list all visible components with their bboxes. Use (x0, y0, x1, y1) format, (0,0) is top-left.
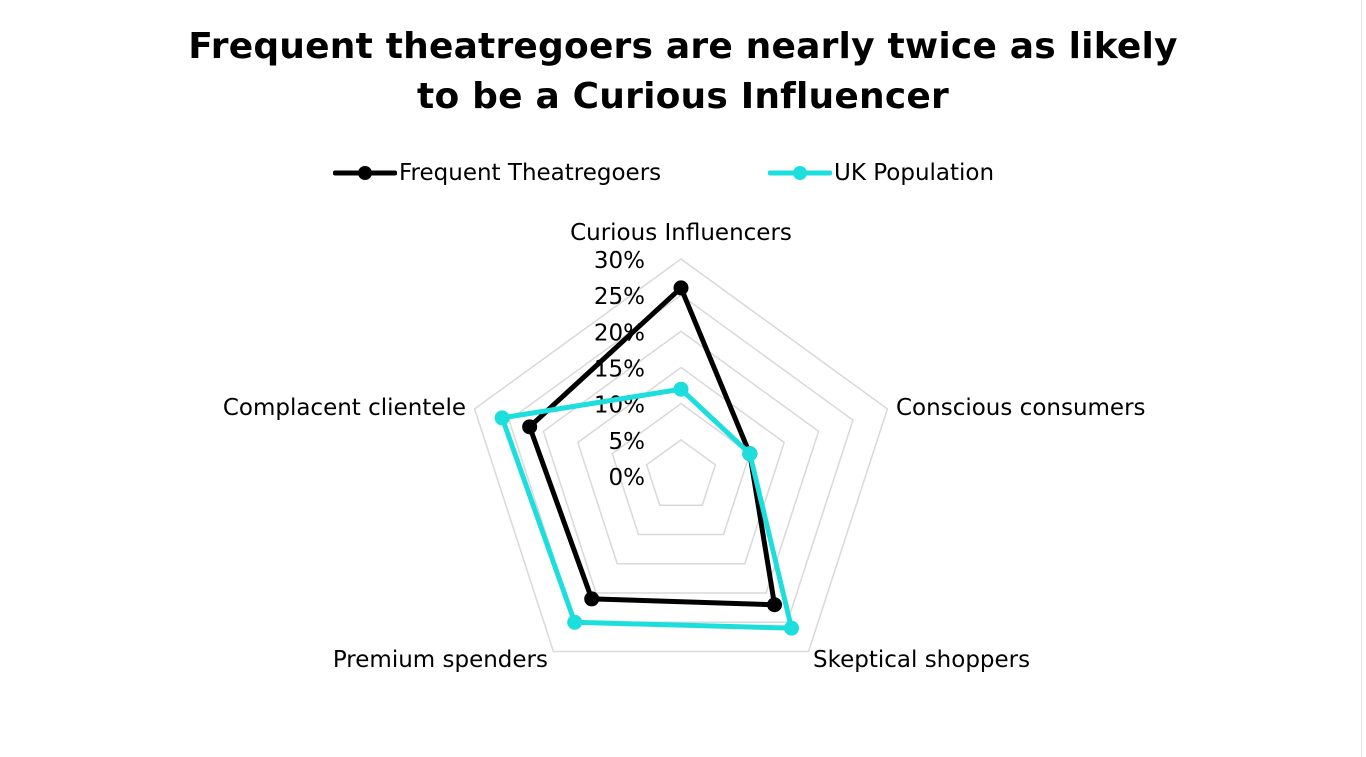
legend-label: Frequent Theatregoers (399, 160, 662, 186)
grid-ring (473, 258, 889, 653)
legend-label: UK Population (834, 160, 995, 186)
category-label: Skeptical shoppers (813, 647, 1030, 673)
radial-tick-labels: 0%5%10%15%20%25%30% (594, 248, 645, 491)
series-line (499, 386, 795, 631)
category-label: Complacent clientele (223, 395, 466, 421)
legend-item-uk-population[interactable]: UK Population (768, 158, 994, 188)
data-point-marker[interactable] (673, 381, 689, 397)
data-point-marker[interactable] (494, 410, 510, 426)
chart-title-line-2: to be a Curious Influencer (417, 76, 949, 117)
series-line (527, 285, 778, 608)
data-series (494, 280, 800, 636)
data-point-marker[interactable] (742, 446, 758, 462)
category-label: Curious Influencers (570, 220, 792, 246)
data-point-marker[interactable] (784, 620, 800, 636)
grid-ring (576, 366, 786, 565)
data-point-marker[interactable] (584, 591, 600, 607)
data-point-marker[interactable] (522, 419, 538, 435)
grid-ring (645, 438, 717, 507)
chart-legend: Frequent Theatregoers UK Population (0, 158, 1366, 188)
radar-grid (473, 258, 889, 653)
series-uk-population (494, 381, 800, 636)
grid-ring (508, 294, 854, 624)
radial-tick-label: 25% (594, 284, 645, 310)
chart-title: Frequent theatregoers are nearly twice a… (0, 22, 1366, 122)
data-point-marker[interactable] (767, 597, 783, 613)
data-point-marker[interactable] (567, 614, 583, 630)
line-marker-icon (333, 166, 397, 180)
radial-tick-label: 30% (594, 248, 645, 274)
chart-title-line-1: Frequent theatregoers are nearly twice a… (188, 26, 1178, 67)
data-point-marker[interactable] (673, 280, 689, 296)
line-marker-icon (768, 166, 832, 180)
radial-tick-label: 5% (609, 429, 646, 455)
legend-item-frequent-theatregoers[interactable]: Frequent Theatregoers (333, 158, 661, 188)
radial-tick-label: 0% (609, 465, 646, 491)
grid-ring (542, 330, 820, 594)
category-label: Conscious consumers (896, 395, 1146, 421)
category-label: Premium spenders (333, 647, 548, 673)
frame-border (1361, 0, 1362, 757)
